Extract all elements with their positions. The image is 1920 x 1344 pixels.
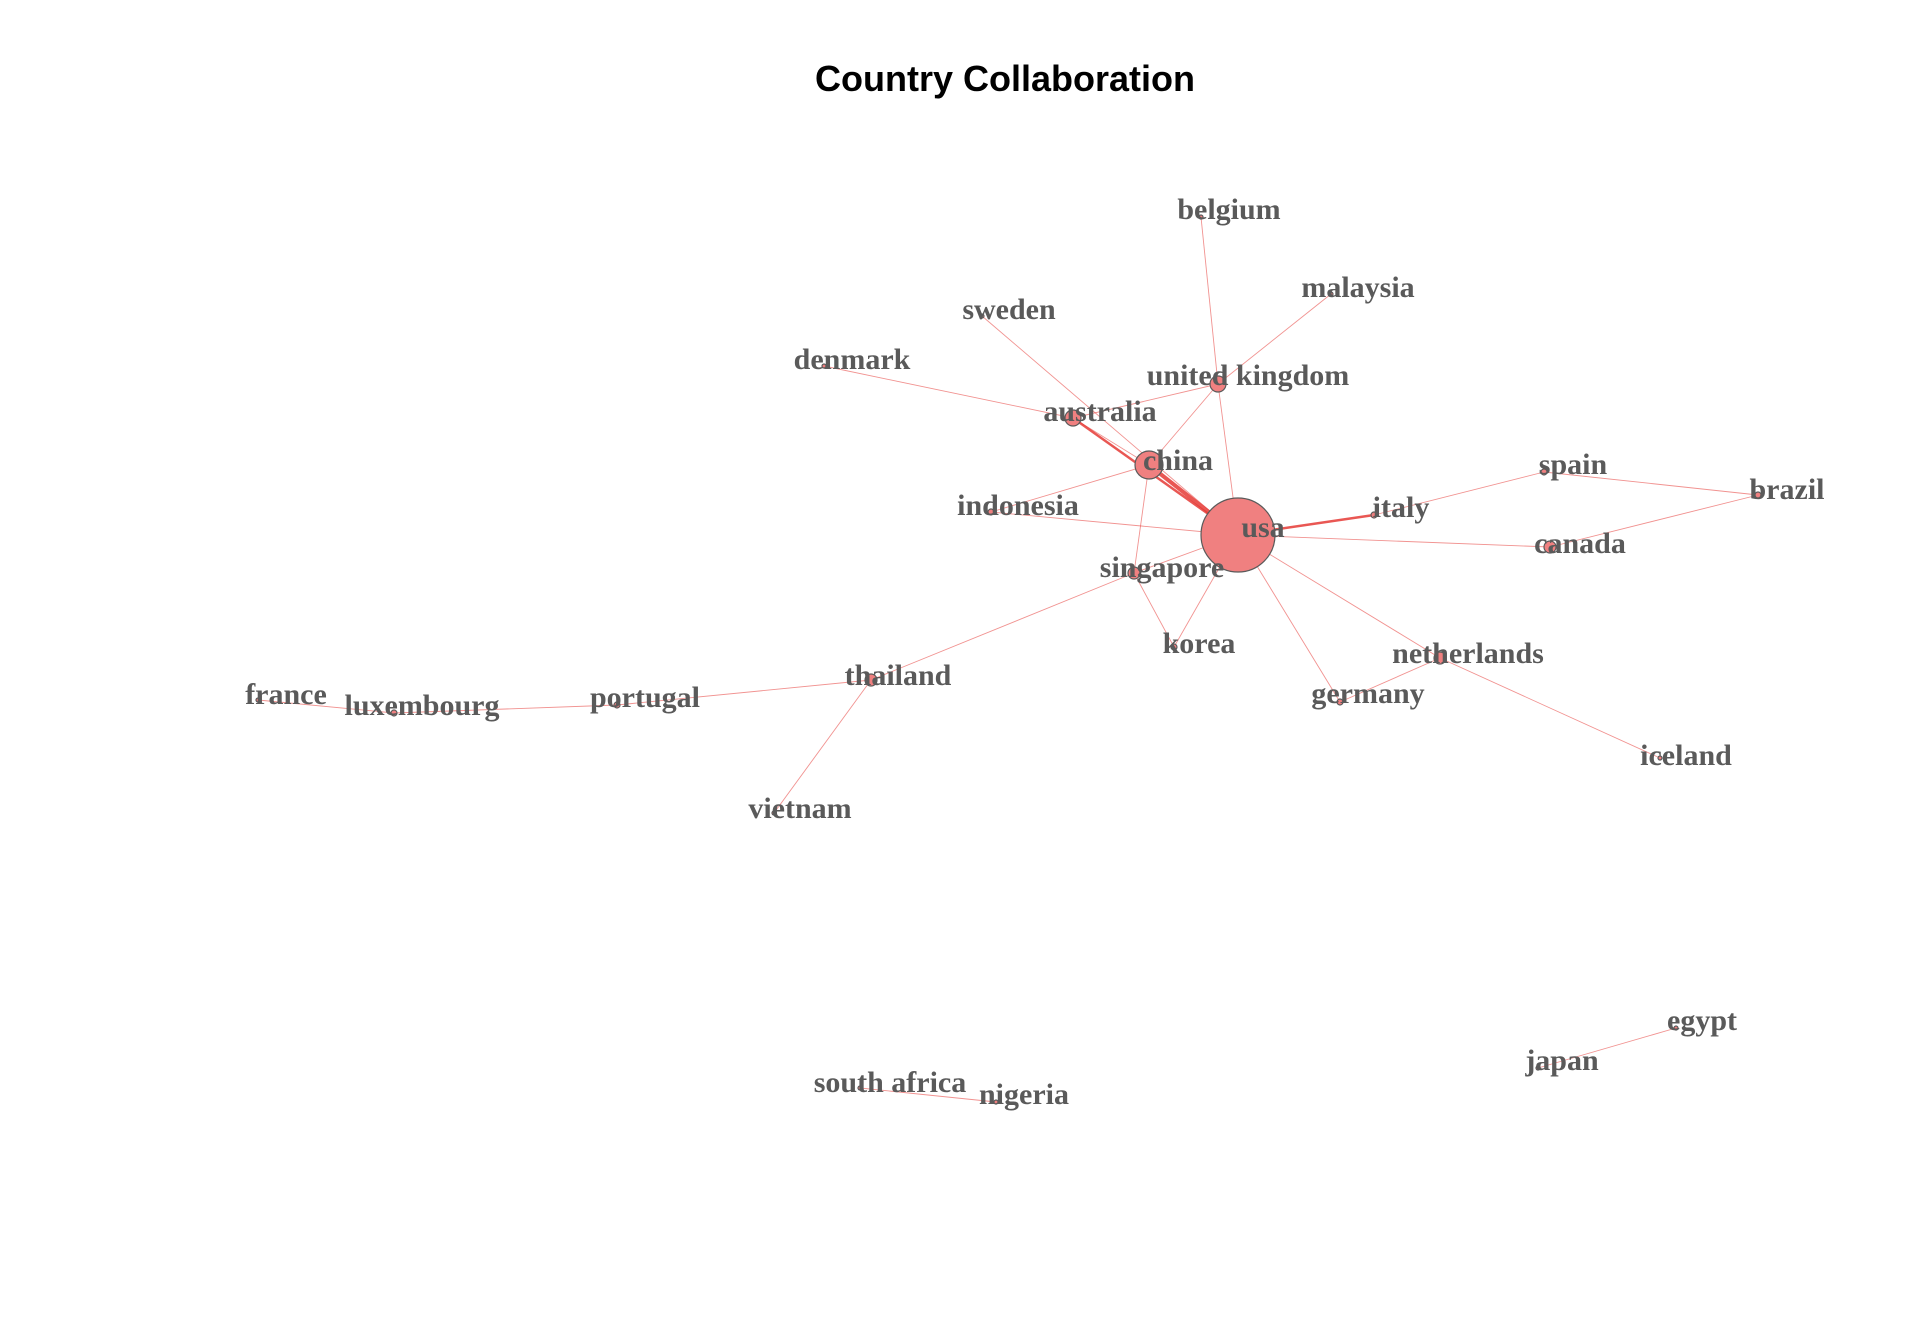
node-italy[interactable] [1370, 511, 1378, 519]
edge-australia-united_kingdom [1072, 383, 1219, 419]
node-label-china: china [1143, 444, 1213, 477]
node-label-united_kingdom: united kingdom [1147, 359, 1350, 392]
node-label-denmark: denmark [794, 343, 911, 376]
node-luxembourg[interactable] [390, 709, 398, 717]
edge-australia-china [1072, 417, 1150, 466]
node-usa[interactable] [1200, 497, 1276, 573]
edge-japan-egypt [1537, 1027, 1677, 1069]
node-label-iceland: iceland [1640, 739, 1732, 772]
node-label-luxembourg: luxembourg [344, 689, 499, 722]
node-denmark[interactable] [821, 363, 827, 369]
node-label-nigeria: nigeria [979, 1078, 1069, 1111]
edge-thailand-vietnam [773, 679, 872, 814]
edge-china-united_kingdom [1148, 383, 1219, 466]
nodes-layer [255, 214, 1762, 1105]
node-label-vietnam: vietnam [748, 792, 851, 825]
node-label-spain: spain [1539, 448, 1608, 481]
node-label-belgium: belgium [1177, 193, 1280, 226]
edge-netherlands-germany [1339, 657, 1441, 703]
edge-spain-brazil [1543, 471, 1759, 496]
edge-singapore-korea [1133, 572, 1175, 648]
node-korea[interactable] [1170, 643, 1178, 651]
node-japan[interactable] [1535, 1065, 1541, 1071]
edge-netherlands-iceland [1439, 657, 1661, 759]
edge-china-indonesia [990, 464, 1150, 513]
edge-usa-canada [1237, 534, 1551, 548]
node-label-sweden: sweden [962, 293, 1056, 326]
node-label-south_africa: south africa [814, 1066, 967, 1099]
node-vietnam[interactable] [771, 810, 777, 816]
node-label-usa: usa [1241, 511, 1284, 544]
node-label-japan: japan [1524, 1044, 1599, 1077]
edge-canada-brazil [1549, 494, 1759, 548]
node-label-italy: italy [1373, 491, 1430, 524]
node-label-egypt: egypt [1667, 1004, 1737, 1037]
node-sweden[interactable] [979, 313, 985, 319]
node-netherlands[interactable] [1433, 651, 1447, 665]
node-label-brazil: brazil [1750, 473, 1825, 506]
node-china[interactable] [1134, 450, 1164, 480]
edge-china-singapore [1133, 464, 1150, 574]
node-belgium[interactable] [1198, 214, 1204, 220]
node-france[interactable] [255, 697, 261, 703]
node-united_kingdom[interactable] [1209, 375, 1227, 393]
edge-south_africa-nigeria [859, 1087, 997, 1103]
node-label-singapore: singapore [1100, 551, 1224, 584]
node-germany[interactable] [1336, 698, 1344, 706]
node-south_africa[interactable] [857, 1085, 863, 1091]
edge-united_kingdom-malaysia [1217, 293, 1332, 385]
edge-portugal-luxembourg [393, 704, 618, 714]
edge-thailand-portugal [616, 679, 872, 706]
node-egypt[interactable] [1673, 1025, 1679, 1031]
node-portugal[interactable] [613, 701, 621, 709]
edge-usa-indonesia [990, 511, 1239, 536]
edge-usa-sweden [981, 315, 1239, 536]
edge-singapore-thailand [870, 572, 1135, 681]
node-label-canada: canada [1534, 527, 1626, 560]
node-label-portugal: portugal [590, 681, 700, 714]
node-brazil[interactable] [1754, 491, 1762, 499]
edge-usa-netherlands [1237, 534, 1441, 659]
chart-title: Country Collaboration [815, 58, 1195, 99]
edge-australia-denmark [823, 365, 1074, 419]
node-indonesia[interactable] [987, 508, 995, 516]
node-label-france: france [245, 678, 327, 711]
node-thailand[interactable] [864, 673, 878, 687]
node-label-australia: australia [1043, 395, 1156, 428]
edge-italy-spain [1373, 471, 1545, 516]
node-label-thailand: thailand [845, 659, 952, 692]
node-label-korea: korea [1163, 627, 1236, 660]
edge-united_kingdom-belgium [1200, 216, 1219, 385]
node-malaysia[interactable] [1328, 291, 1334, 297]
edge-luxembourg-france [257, 699, 395, 714]
node-singapore[interactable] [1127, 566, 1141, 580]
node-label-indonesia: indonesia [957, 489, 1079, 522]
node-spain[interactable] [1540, 468, 1548, 476]
node-label-netherlands: netherlands [1392, 637, 1544, 670]
node-label-malaysia: malaysia [1301, 271, 1414, 304]
node-label-germany: germany [1311, 677, 1424, 710]
node-canada[interactable] [1543, 540, 1557, 554]
node-iceland[interactable] [1657, 755, 1663, 761]
node-australia[interactable] [1064, 409, 1082, 427]
node-nigeria[interactable] [993, 1099, 999, 1105]
